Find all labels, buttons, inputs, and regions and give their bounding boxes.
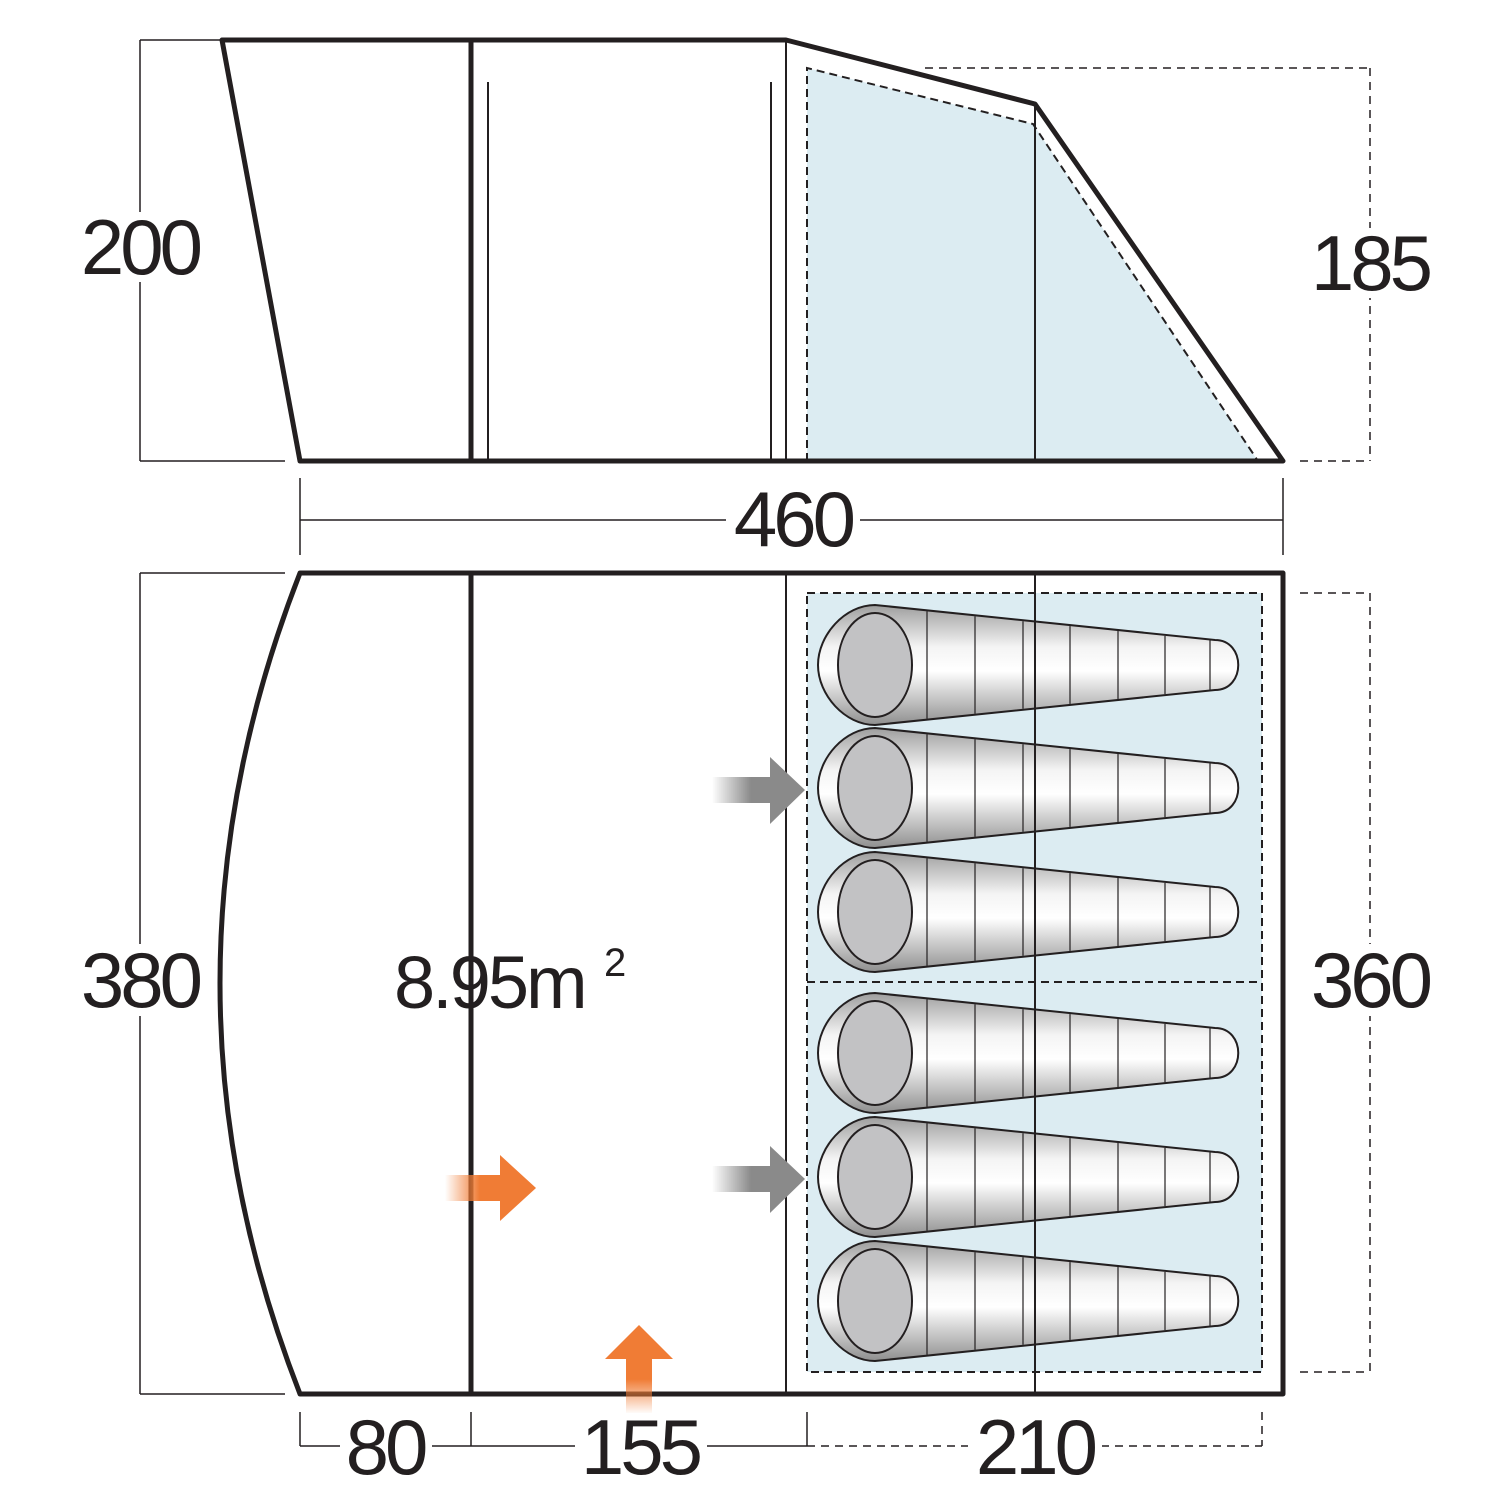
- section-width-label: 210: [976, 1403, 1096, 1491]
- side-height-right-bg: [1303, 228, 1437, 298]
- side-height-right-label: 185: [1311, 219, 1431, 307]
- side-view: 200 185 460: [74, 37, 1437, 563]
- floor-depth-left-label: 380: [81, 936, 201, 1024]
- floor-depth-left-bg: [74, 944, 208, 1016]
- side-length-bg: [726, 486, 860, 552]
- floor-depth-right-label: 360: [1311, 936, 1431, 1024]
- door-arrow-icon: [445, 1155, 536, 1221]
- width-155-bg: [575, 1413, 707, 1483]
- inner-door-arrow-icon: [712, 1146, 805, 1213]
- sleeping-bag-icon: [816, 603, 1240, 727]
- floor-section-lines: [468, 573, 1036, 1394]
- side-length-label: 460: [734, 475, 854, 563]
- width-80-bg: [340, 1413, 432, 1483]
- floor-depth-right-bg: [1303, 944, 1437, 1016]
- floor-area-label: 8.95m: [394, 941, 585, 1024]
- sleeping-bag-icon: [816, 991, 1240, 1115]
- sleeping-bag-icon: [816, 1239, 1240, 1363]
- sleeping-bag-icon: [816, 1115, 1240, 1239]
- side-height-left-label: 200: [81, 203, 201, 291]
- inner-door-arrow-icon: [712, 757, 805, 824]
- floor-plan: 8.95m 2 380 360 80 155 210: [74, 570, 1437, 1491]
- door-arrow-icon: [605, 1325, 673, 1414]
- sleeping-bag-icon: [816, 850, 1240, 974]
- section-width-label: 80: [346, 1403, 426, 1491]
- section-width-label: 155: [581, 1403, 701, 1491]
- sleeping-bags: [816, 603, 1240, 1363]
- side-bedroom-shade: [807, 68, 1258, 461]
- side-bedroom-dashed-outline: [806, 66, 1259, 462]
- width-210-bg: [968, 1413, 1102, 1483]
- floor-area-superscript: 2: [604, 941, 626, 985]
- floor-outline: [217, 570, 1286, 1397]
- side-outline: [219, 37, 1286, 464]
- side-panel-lines: [468, 40, 1036, 461]
- side-height-left-bg: [74, 212, 208, 282]
- sleeping-bag-icon: [816, 726, 1240, 850]
